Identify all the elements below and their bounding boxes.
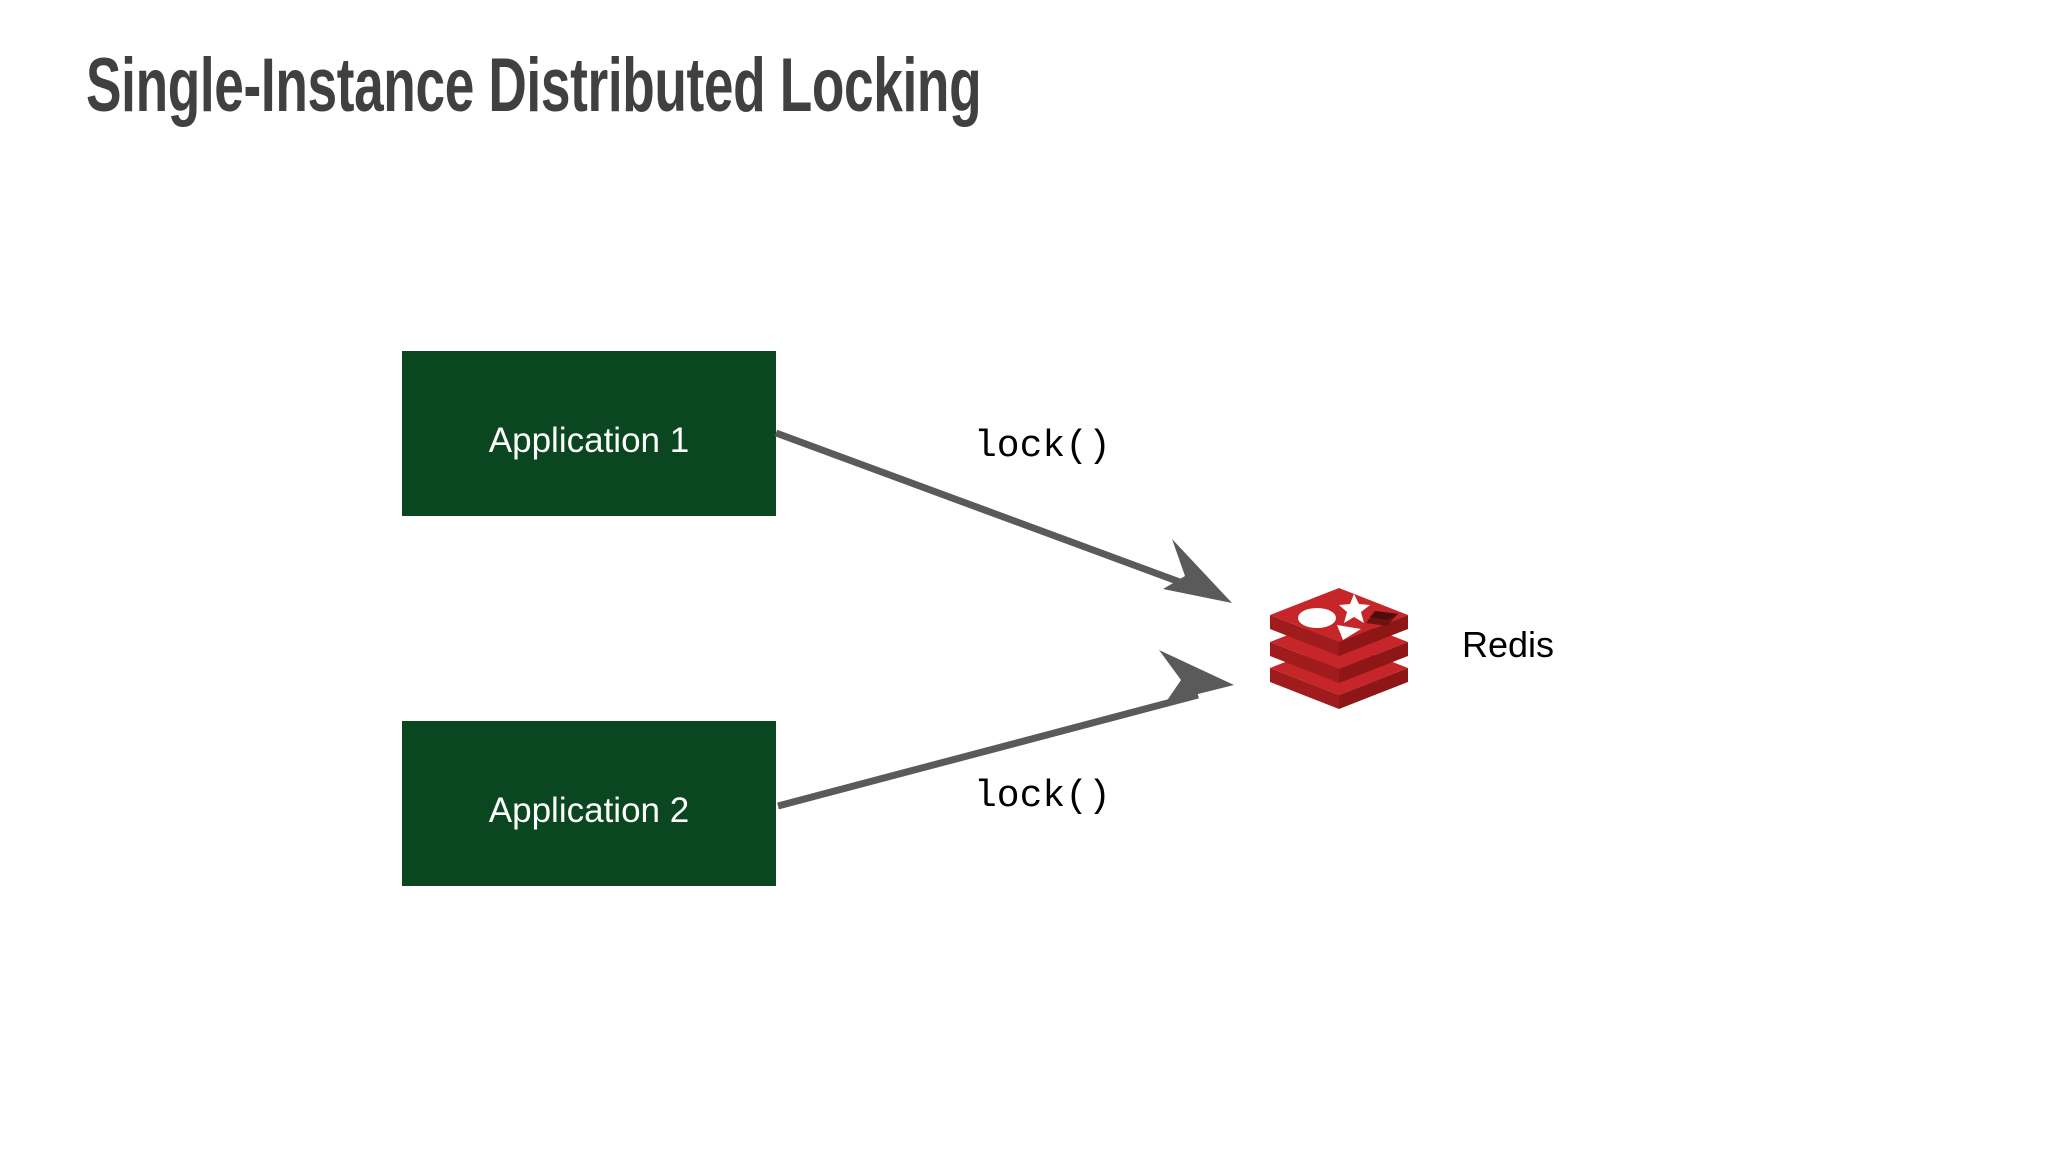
redis-logo-star <box>1339 594 1370 623</box>
node-redis-label: Redis <box>1462 624 1555 665</box>
node-application-1[interactable]: Application 1 <box>402 351 776 516</box>
edge-label-lock-2: lock() <box>974 775 1111 818</box>
page-title: Single-Instance Distributed Locking <box>86 43 982 128</box>
redis-logo-ellipse <box>1298 608 1336 628</box>
node-application-2-label: Application 2 <box>488 791 690 830</box>
node-application-1-label: Application 1 <box>488 421 690 460</box>
redis-logo-icon <box>1270 588 1408 709</box>
redis-logo-triangle <box>1337 625 1361 640</box>
edge-label-lock-1: lock() <box>974 425 1111 468</box>
node-application-2[interactable]: Application 2 <box>402 721 776 886</box>
